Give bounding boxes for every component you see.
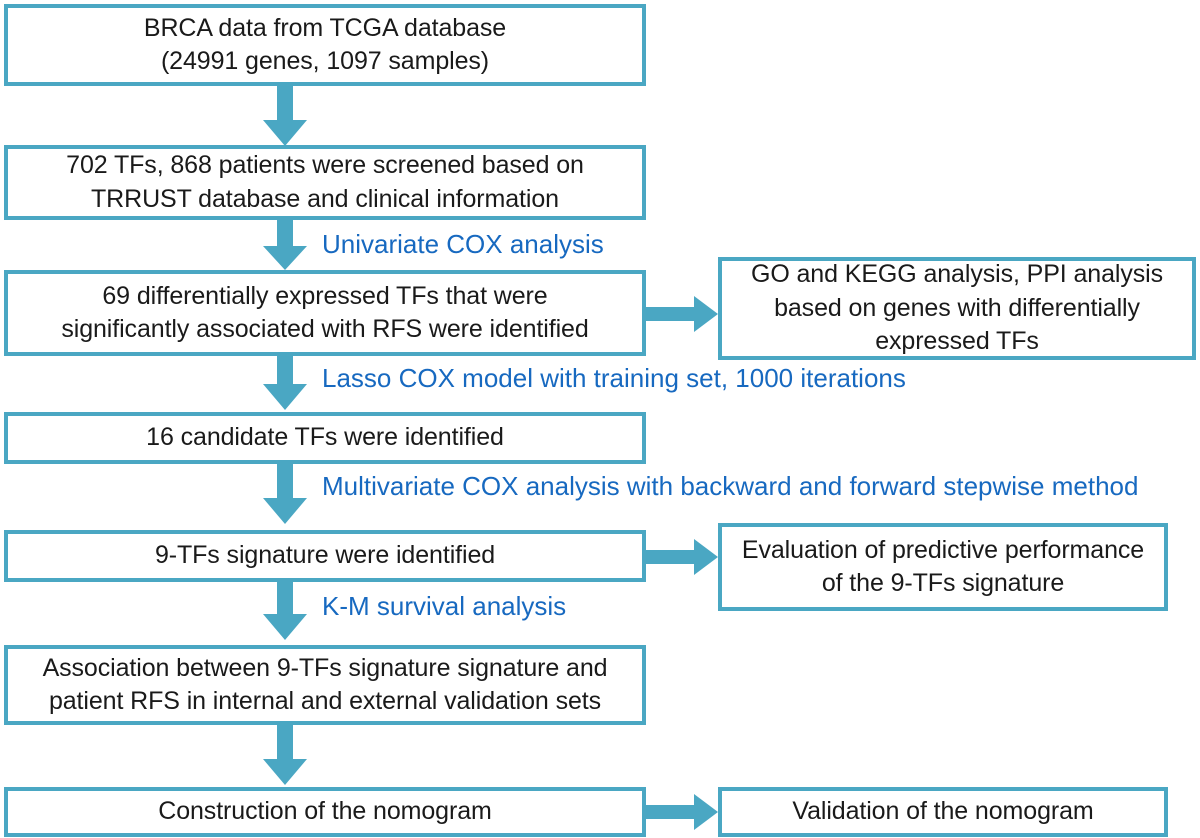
annotation-multivariate-cox: Multivariate COX analysis with backward … <box>322 471 1139 501</box>
node-tcga-data: BRCA data from TCGA database (24991 gene… <box>4 4 646 86</box>
node-association: Association between 9-TFs signature sign… <box>4 645 646 725</box>
node-construction: Construction of the nomogram <box>4 787 646 837</box>
arrow-right-1 <box>646 295 720 333</box>
arrow-down-1 <box>259 86 311 148</box>
arrow-down-5 <box>259 582 311 642</box>
arrow-right-2 <box>646 538 720 576</box>
node-go-kegg-ppi: GO and KEGG analysis, PPI analysis based… <box>718 257 1196 360</box>
node-validation: Validation of the nomogram <box>718 787 1168 837</box>
annotation-univariate-cox: Univariate COX analysis <box>322 229 604 259</box>
node-candidate-tfs: 16 candidate TFs were identified <box>4 412 646 464</box>
node-signature: 9-TFs signature were identified <box>4 530 646 582</box>
node-de-tfs: 69 differentially expressed TFs that wer… <box>4 270 646 356</box>
arrow-down-3 <box>259 356 311 412</box>
node-screening: 702 TFs, 868 patients were screened base… <box>4 145 646 220</box>
arrow-right-3 <box>646 793 720 831</box>
arrow-down-6 <box>259 725 311 787</box>
annotation-lasso-cox: Lasso COX model with training set, 1000 … <box>322 363 906 393</box>
annotation-km-survival: K-M survival analysis <box>322 591 567 621</box>
node-evaluation: Evaluation of predictive performance of … <box>718 523 1168 611</box>
arrow-down-2 <box>259 220 311 272</box>
arrow-down-4 <box>259 464 311 526</box>
